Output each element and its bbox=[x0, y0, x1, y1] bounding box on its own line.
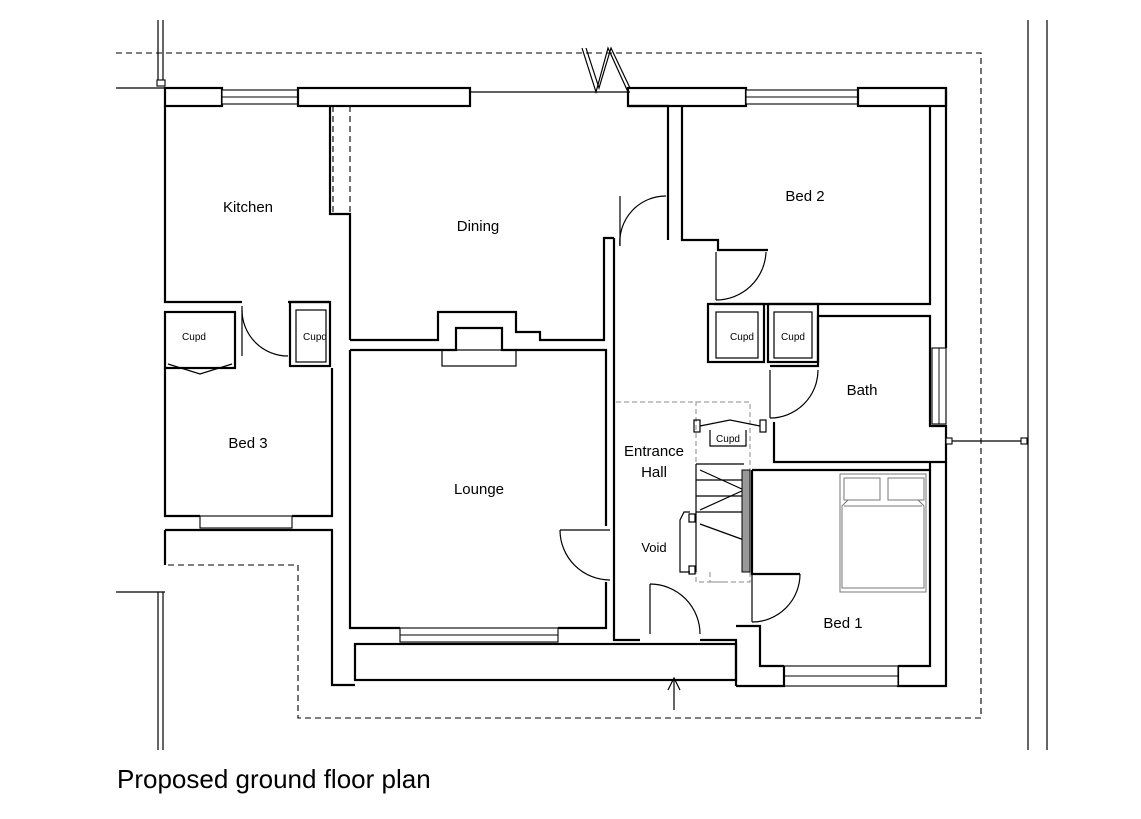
room-label-dining: Dining bbox=[457, 218, 500, 235]
lounge-door bbox=[559, 529, 611, 581]
bath-walls bbox=[770, 314, 948, 464]
hall-walls bbox=[612, 238, 738, 686]
room-label-entrance: Entrance bbox=[624, 443, 684, 460]
bed3-cupboards bbox=[163, 300, 332, 375]
bed3-walls bbox=[163, 368, 355, 687]
bed1-door bbox=[751, 573, 801, 623]
room-label-lounge: Lounge bbox=[454, 481, 504, 498]
drain-line bbox=[945, 437, 1028, 445]
staircase bbox=[616, 401, 767, 583]
bed1-walls bbox=[736, 462, 948, 688]
left-fence bbox=[116, 20, 222, 750]
dining-walls bbox=[350, 104, 670, 342]
bed2-walls bbox=[680, 88, 948, 348]
cupd-label-bed2-right: Cupd bbox=[781, 332, 805, 343]
site-boundary bbox=[116, 52, 982, 719]
bed2-door bbox=[715, 251, 767, 301]
front-door bbox=[649, 583, 701, 635]
room-label-kitchen: Kitchen bbox=[223, 199, 273, 216]
room-label-bath: Bath bbox=[847, 382, 878, 399]
cupd-label-hall: Cupd bbox=[716, 434, 740, 445]
cupd-label-bed3-right: Cupd bbox=[303, 332, 327, 343]
room-label-bed2: Bed 2 bbox=[785, 188, 824, 205]
boundary-road-lines bbox=[1027, 20, 1048, 750]
cupd-label-bed2-left: Cupd bbox=[730, 332, 754, 343]
bath-door bbox=[769, 369, 819, 419]
room-label-bed3: Bed 3 bbox=[228, 435, 267, 452]
lounge-walls bbox=[348, 326, 608, 643]
room-label-hall: Hall bbox=[641, 464, 667, 481]
double-bed bbox=[839, 473, 927, 593]
cupd-label-bed3-left: Cupd bbox=[182, 332, 206, 343]
room-label-void: Void bbox=[641, 540, 666, 555]
kitchen-walls bbox=[163, 106, 352, 340]
plan-caption: Proposed ground floor plan bbox=[117, 764, 431, 794]
room-label-bed1: Bed 1 bbox=[823, 615, 862, 632]
top-wall bbox=[163, 86, 948, 108]
bifold-door bbox=[581, 46, 631, 95]
dining-door bbox=[619, 195, 667, 247]
kitchen-door bbox=[241, 306, 289, 357]
front-step bbox=[353, 642, 738, 710]
